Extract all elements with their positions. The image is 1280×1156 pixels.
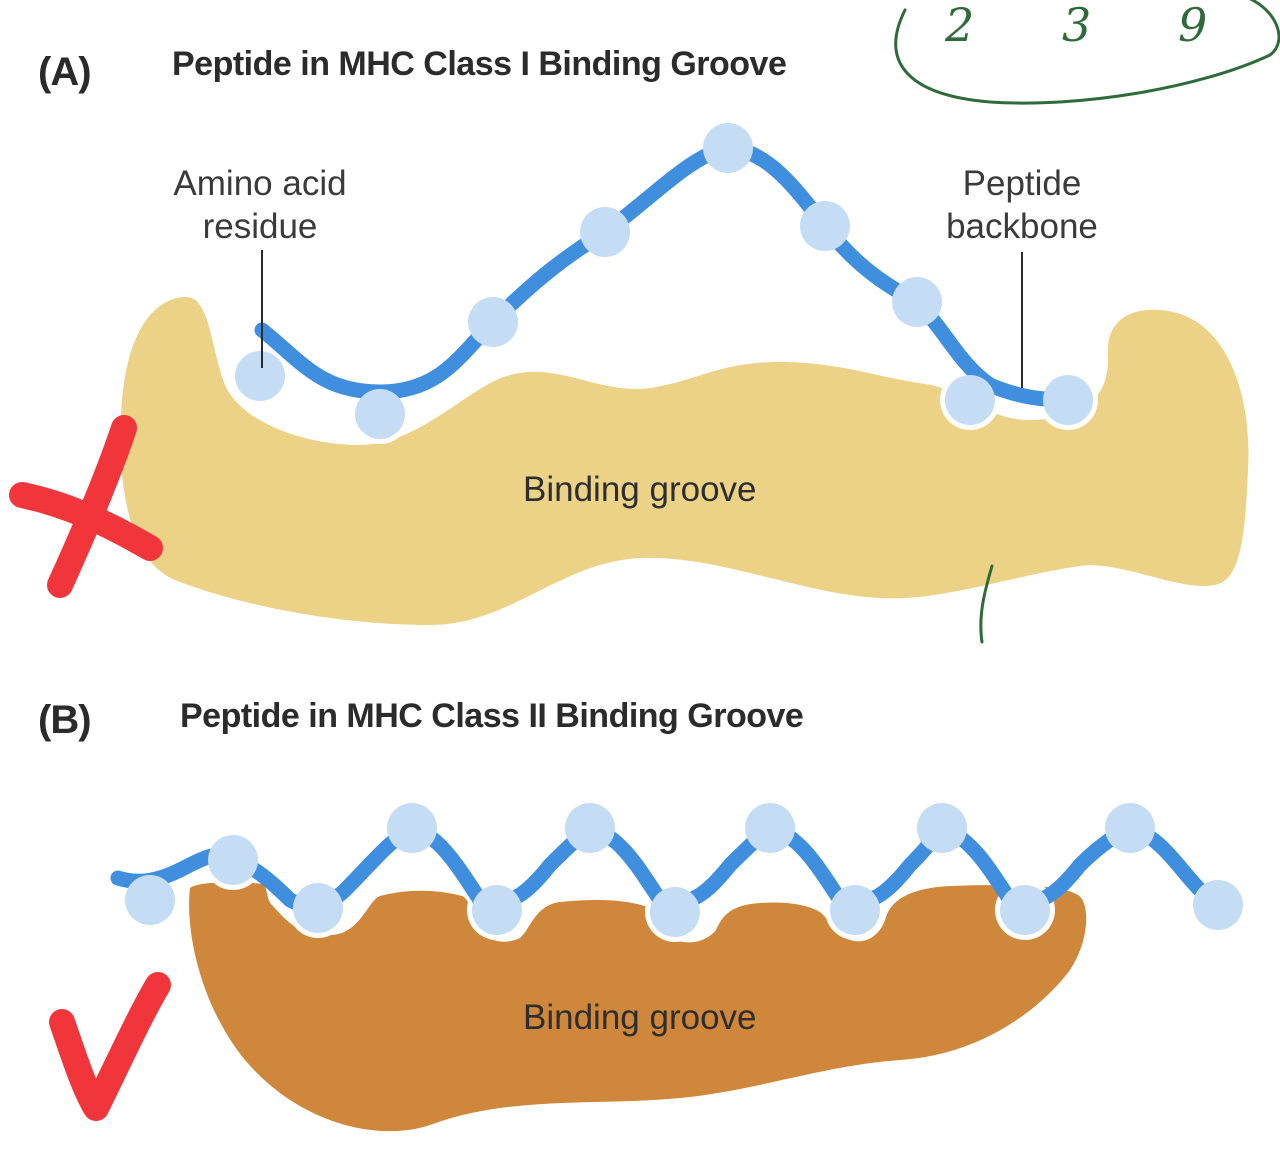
class1-amino-acid-residue-9	[1043, 375, 1093, 425]
class1-groove-label: Binding groove	[523, 470, 757, 509]
handwritten-number-3: 9	[1178, 0, 1208, 52]
class1-amino-acid-residue-5	[703, 123, 753, 173]
handwritten-circle	[894, 0, 1280, 105]
class2-groove-label: Binding groove	[523, 998, 757, 1037]
class1-amino-acid-residue-7	[892, 277, 942, 327]
class2-amino-acid-residue-11	[1000, 885, 1050, 935]
class2-amino-acid-residue-1	[125, 875, 175, 925]
class2-amino-acid-residue-6	[565, 803, 615, 853]
class1-amino-acid-residue-1	[235, 351, 285, 401]
class2-amino-acid-residue-12	[1105, 803, 1155, 853]
class2-amino-acid-residue-4	[387, 803, 437, 853]
panel-a-title: Peptide in MHC Class I Binding Groove	[172, 45, 787, 83]
class2-amino-acid-residue-8	[745, 803, 795, 853]
peptide-backbone-callout: Peptide backbone	[946, 164, 1098, 246]
handwritten-number-2: 3	[1062, 0, 1092, 52]
cross-mark	[9, 415, 163, 598]
handwritten-tick-stroke	[979, 564, 994, 644]
class1-amino-acid-residue-4	[580, 207, 630, 257]
class1-amino-acid-residue-6	[800, 201, 850, 251]
class2-amino-acid-residue-5	[472, 885, 522, 935]
class2-peptide	[110, 798, 1248, 942]
class2-amino-acid-residue-3	[293, 883, 343, 933]
class1-amino-acid-residue-8	[945, 375, 995, 425]
class1-peptide-backbone	[254, 140, 1076, 408]
class2-amino-acid-residue-9	[830, 885, 880, 935]
class2-amino-acid-residue-13	[1193, 880, 1243, 930]
class1-binding-groove	[120, 296, 1249, 625]
panel-b-letter: (B)	[38, 698, 92, 742]
class1-peptide	[230, 118, 1098, 444]
class2-amino-acid-residue-10	[917, 803, 967, 853]
class2-amino-acid-residue-7	[650, 887, 700, 937]
amino-acid-residue-callout: Amino acid residue	[173, 164, 347, 246]
panel-b-title: Peptide in MHC Class II Binding Groove	[180, 697, 804, 735]
panel-a-letter: (A)	[38, 50, 92, 94]
check-mark	[49, 972, 171, 1121]
handwritten-number-1: 2	[945, 0, 975, 52]
class2-amino-acid-residue-2	[208, 835, 258, 885]
class1-amino-acid-residue-2	[355, 389, 405, 439]
class2-binding-groove	[189, 882, 1087, 1132]
class1-amino-acid-residue-3	[468, 297, 518, 347]
